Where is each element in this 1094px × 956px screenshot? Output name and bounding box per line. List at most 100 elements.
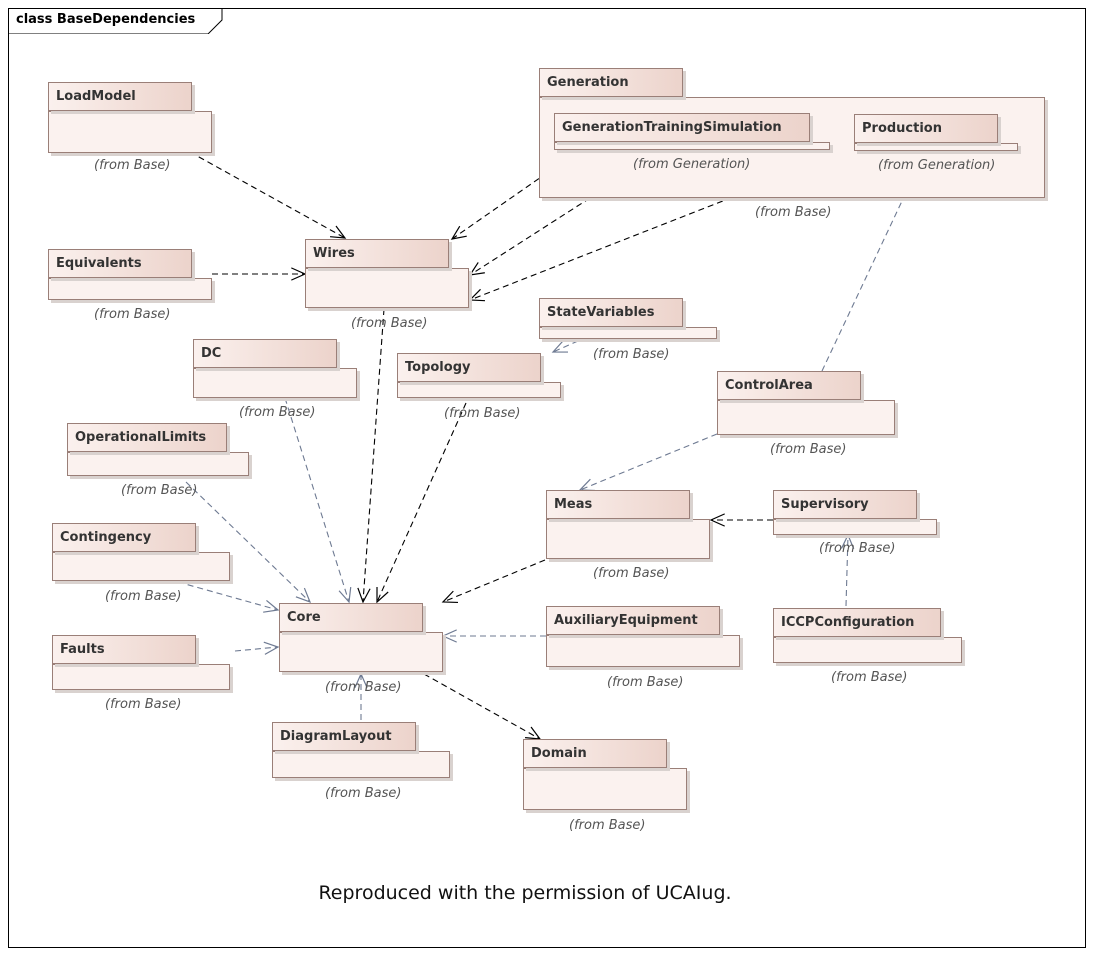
package-body — [67, 452, 249, 476]
dependency-state-variables-to-state-variables — [551, 340, 579, 353]
package-origin-label: (from Generation) — [633, 157, 751, 172]
caption: Reproduced with the permission of UCAIug… — [318, 882, 732, 904]
package-body — [554, 142, 830, 150]
dependency-operational-limits-to-core — [185, 481, 312, 604]
package-origin-label: (from Base) — [351, 316, 428, 331]
dependency-diagram-layout-to-core — [354, 672, 368, 720]
dependency-equivalents-to-wires — [212, 267, 307, 281]
diagram-frame — [8, 8, 1086, 948]
dependency-contingency-to-core — [177, 581, 280, 613]
package-tab: OperationalLimits — [67, 423, 227, 452]
package-tab: ControlArea — [717, 371, 861, 400]
package-origin-label: (from Base) — [593, 347, 670, 362]
package-tab: ICCPConfiguration — [773, 608, 941, 637]
package-origin-label: (from Base) — [569, 818, 646, 833]
package-tab: StateVariables — [539, 298, 683, 327]
package-tab: AuxiliaryEquipment — [546, 606, 720, 635]
package-body — [546, 635, 740, 667]
dependency-load-model-to-wires — [189, 151, 347, 239]
dependency-iccpconfiguration-to-supervisory — [840, 533, 855, 607]
frame-title: class BaseDependencies — [16, 12, 196, 27]
package-body — [539, 327, 717, 339]
dependency-topology-to-core — [376, 402, 467, 604]
package-tab: Production — [854, 114, 998, 143]
package-tab: Equivalents — [48, 249, 192, 278]
package-origin-label: (from Base) — [593, 566, 670, 581]
dependency-generation-to-wires — [468, 197, 591, 276]
dependency-dc-to-core — [284, 397, 352, 604]
package-name: Supervisory — [781, 497, 869, 512]
package-tab: Faults — [52, 635, 196, 664]
dependency-production-to-wires — [468, 149, 854, 302]
package-name: LoadModel — [56, 89, 136, 104]
package-name: ControlArea — [725, 378, 813, 393]
dependency-auxiliary-equipment-to-core — [441, 629, 546, 643]
package-name: AuxiliaryEquipment — [554, 613, 698, 628]
package-name: ICCPConfiguration — [781, 615, 915, 630]
package-body — [48, 278, 212, 300]
frame-title-tab — [8, 8, 223, 34]
package-body — [773, 637, 962, 663]
package-origin-label: (from Base) — [239, 405, 316, 420]
package-name: GenerationTrainingSimulation — [562, 120, 782, 135]
package-origin-label: (from Base) — [94, 158, 171, 173]
package-name: Core — [287, 610, 321, 625]
package-name: Domain — [531, 746, 587, 761]
package-tab: GenerationTrainingSimulation — [554, 113, 810, 142]
package-body — [305, 268, 469, 308]
package-origin-label: (from Base) — [325, 786, 402, 801]
package-tab: Generation — [539, 68, 683, 97]
package-name: Contingency — [60, 530, 152, 545]
package-origin-label: (from Base) — [831, 670, 908, 685]
package-name: Wires — [313, 246, 355, 261]
package-body — [279, 632, 443, 672]
package-name: OperationalLimits — [75, 430, 207, 445]
package-tab: LoadModel — [48, 82, 192, 111]
dependency-meas-to-core — [441, 559, 546, 604]
package-tab: Domain — [523, 739, 667, 768]
package-name: Generation — [547, 75, 629, 90]
package-origin-label: (from Base) — [755, 205, 832, 220]
dependency-faults-to-core — [234, 641, 280, 655]
package-body — [717, 400, 895, 435]
package-tab: DC — [193, 339, 337, 368]
dependency-core-to-domain — [423, 673, 542, 740]
package-name: Production — [862, 121, 942, 136]
package-origin-label: (from Base) — [105, 697, 182, 712]
package-name: Equivalents — [56, 256, 142, 271]
package-origin-label: (from Base) — [607, 675, 684, 690]
package-name: Faults — [60, 642, 105, 657]
package-tab: Meas — [546, 490, 690, 519]
package-body — [523, 768, 687, 810]
package-body — [52, 664, 230, 690]
package-tab: Topology — [397, 353, 541, 382]
package-origin-label: (from Base) — [325, 680, 402, 695]
package-body — [52, 552, 230, 581]
package-origin-label: (from Generation) — [878, 158, 996, 173]
dependency-control-area-to-meas — [578, 433, 718, 492]
package-origin-label: (from Base) — [770, 442, 847, 457]
package-tab: Wires — [305, 239, 449, 268]
package-body — [272, 751, 450, 778]
package-body — [854, 143, 1018, 151]
package-name: Meas — [554, 497, 593, 512]
package-tab: Contingency — [52, 523, 196, 552]
package-name: Topology — [405, 360, 471, 375]
package-origin-label: (from Base) — [819, 541, 896, 556]
package-name: DiagramLayout — [280, 729, 392, 744]
package-origin-label: (from Base) — [444, 406, 521, 421]
dependency-supervisory-to-meas — [709, 513, 773, 527]
package-tab: DiagramLayout — [272, 722, 416, 751]
package-origin-label: (from Base) — [121, 483, 198, 498]
package-tab: Supervisory — [773, 490, 917, 519]
package-origin-label: (from Base) — [105, 589, 182, 604]
package-name: StateVariables — [547, 305, 655, 320]
dependency-wires-to-core — [357, 308, 385, 604]
package-origin-label: (from Base) — [94, 307, 171, 322]
package-body — [48, 111, 212, 153]
package-body — [397, 382, 561, 398]
package-body — [773, 519, 937, 535]
package-body — [193, 368, 357, 398]
package-body — [546, 519, 710, 559]
package-name: DC — [201, 346, 222, 361]
